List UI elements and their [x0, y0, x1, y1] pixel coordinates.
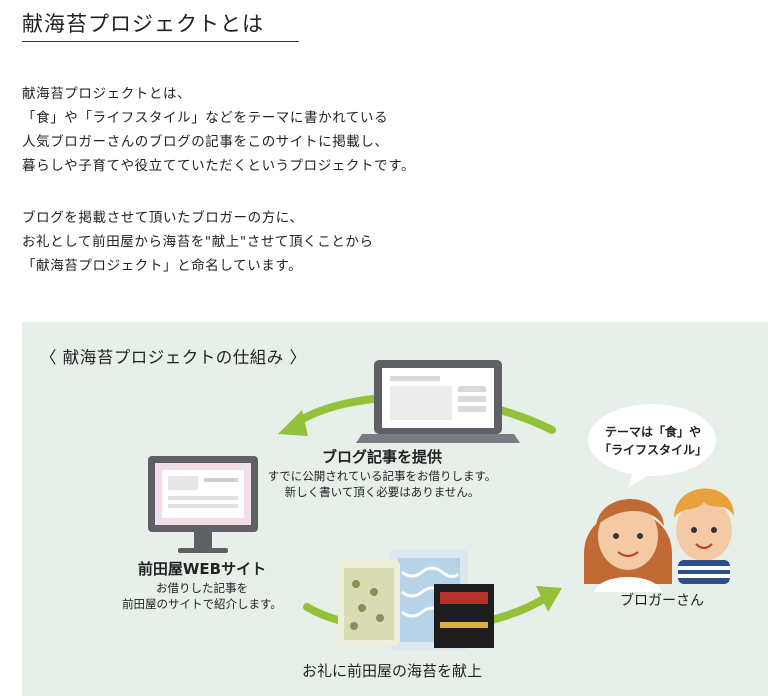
thanks-line: ブログを掲載させて頂いたブロガーの方に、: [22, 210, 304, 226]
bloggers-label: ブロガーさん: [620, 593, 704, 609]
blog-provide-title: ブログ記事を提供: [321, 448, 442, 466]
speech-bubble-line: 「ライフスタイル」: [598, 443, 707, 457]
diagram-illustration: [148, 360, 734, 650]
speech-bubble-text: テーマは「食」や 「ライフスタイル」: [598, 423, 708, 459]
intro-line: 暮らしや子育てや役立てていただくというプロジェクトです。: [22, 158, 416, 174]
blog-provide-line: 新しく書いて頂く必要はありません。: [284, 485, 480, 499]
website-desc: お借りした記事を 前田屋のサイトで紹介します。: [102, 580, 302, 612]
woman-icon: [584, 499, 672, 592]
thanks-line: 「献海苔プロジェクト」と命名しています。: [22, 258, 303, 274]
diagram-heading: 〈 献海苔プロジェクトの仕組み 〉: [40, 348, 307, 367]
speech-bubble: [588, 404, 716, 488]
website-title: 前田屋WEBサイト: [137, 560, 267, 578]
thanks-line: お礼として前田屋から海苔を"献上"させて頂くことから: [22, 234, 374, 250]
title-underline: [22, 41, 299, 42]
intro-paragraph: 献海苔プロジェクトとは、 「食」や「ライフスタイル」などをテーマに書かれている …: [22, 82, 415, 178]
blog-provide-desc: すでに公開されている記事をお借りします。 新しく書いて頂く必要はありません。: [252, 468, 512, 500]
project-diagram: 〈 献海苔プロジェクトの仕組み 〉 ブログ記事を提供 すでに公開されている記事を…: [22, 322, 768, 696]
website-line: 前田屋のサイトで紹介します。: [122, 597, 282, 611]
laptop-icon: [356, 360, 520, 443]
man-icon: [674, 488, 734, 584]
speech-bubble-line: テーマは「食」や: [604, 425, 701, 439]
thanks-paragraph: ブログを掲載させて頂いたブロガーの方に、 お礼として前田屋から海苔を"献上"させ…: [22, 206, 374, 278]
gift-title: お礼に前田屋の海苔を献上: [301, 662, 482, 680]
intro-line: 人気ブロガーさんのブログの記事をこのサイトに掲載し、: [22, 134, 389, 150]
monitor-icon: [148, 456, 258, 553]
page-title: 献海苔プロジェクトとは: [22, 12, 264, 36]
nori-package-icon: [338, 550, 494, 650]
website-line: お借りした記事を: [156, 581, 248, 595]
intro-line: 「食」や「ライフスタイル」などをテーマに書かれている: [22, 110, 389, 126]
blog-provide-line: すでに公開されている記事をお借りします。: [267, 469, 497, 483]
intro-line: 献海苔プロジェクトとは、: [22, 86, 192, 102]
